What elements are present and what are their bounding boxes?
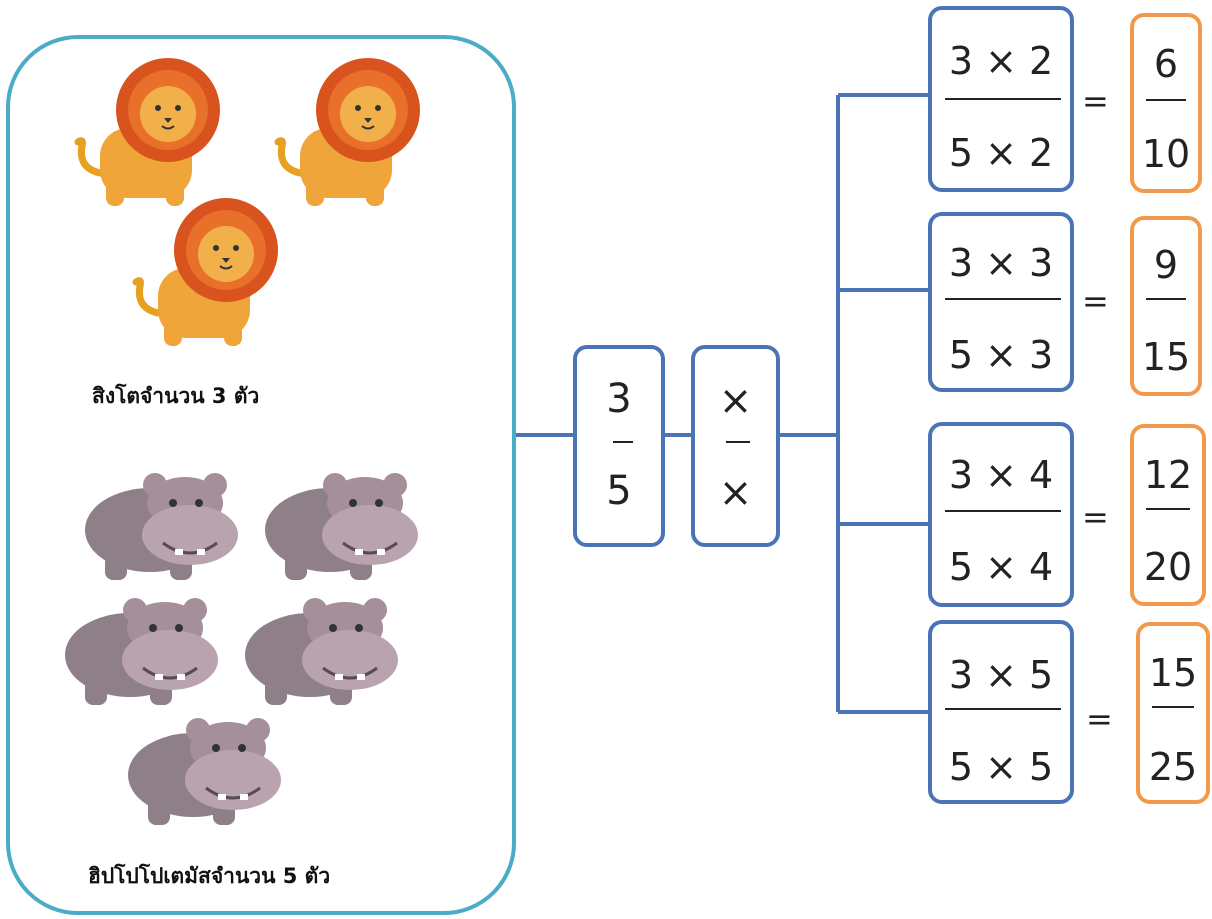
equivalent-result-box: 15 25 [1136, 622, 1210, 804]
hippo-icon [85, 473, 238, 580]
equivalent-result-box: 6 10 [1130, 13, 1202, 193]
base-fraction-box: 3 5 [573, 345, 665, 547]
expression-denominator: 5 × 4 [948, 545, 1054, 589]
result-numerator: 6 [1153, 42, 1179, 86]
expression-numerator: 3 × 4 [948, 453, 1054, 497]
multiplier-numerator: × [718, 378, 753, 424]
lion-icon [274, 58, 420, 206]
expression-numerator: 3 × 2 [948, 39, 1054, 83]
lion-caption: สิงโตจำนวน 3 ตัว [92, 384, 260, 408]
animal-panel [6, 35, 516, 915]
lion-icon [74, 58, 220, 206]
fraction-bar [1152, 706, 1194, 708]
equivalent-expression-box: 3 × 2 5 × 2 [928, 6, 1074, 192]
expression-numerator: 3 × 3 [948, 241, 1054, 285]
fraction-bar [945, 98, 1061, 100]
equivalent-result-box: 12 20 [1130, 424, 1206, 606]
result-numerator: 9 [1153, 243, 1179, 287]
expression-numerator: 3 × 5 [948, 653, 1054, 697]
hippo-icon [245, 598, 398, 705]
hippo-icon [128, 718, 281, 825]
fraction-bar [945, 708, 1061, 710]
result-denominator: 15 [1141, 335, 1191, 379]
base-numerator: 3 [606, 376, 632, 422]
equivalent-expression-box: 3 × 3 5 × 3 [928, 212, 1074, 392]
equals-sign: = [1086, 700, 1113, 738]
equals-sign: = [1082, 82, 1109, 120]
fraction-bar [945, 298, 1061, 300]
equivalent-result-box: 9 15 [1130, 216, 1202, 396]
hippo-icon [265, 473, 418, 580]
expression-denominator: 5 × 2 [948, 131, 1054, 175]
equivalent-expression-box: 3 × 5 5 × 5 [928, 620, 1074, 804]
expression-denominator: 5 × 3 [948, 333, 1054, 377]
equals-sign: = [1082, 282, 1109, 320]
hippo-caption: ฮิปโปโปเตมัสจำนวน 5 ตัว [88, 864, 331, 888]
result-numerator: 12 [1143, 453, 1193, 497]
expression-denominator: 5 × 5 [948, 745, 1054, 789]
multiplier-box: × × [691, 345, 780, 547]
result-denominator: 20 [1143, 545, 1193, 589]
multiplier-denominator: × [718, 470, 753, 516]
fraction-bar [726, 441, 750, 443]
equals-sign: = [1082, 498, 1109, 536]
base-denominator: 5 [606, 468, 632, 514]
result-numerator: 15 [1148, 651, 1198, 695]
lion-icon [132, 198, 278, 346]
fraction-bar [613, 441, 633, 443]
fraction-bar [1146, 508, 1190, 510]
fraction-bar [1146, 99, 1186, 101]
hippo-icon [65, 598, 218, 705]
result-denominator: 10 [1141, 132, 1191, 176]
fraction-bar [945, 510, 1061, 512]
equivalent-expression-box: 3 × 4 5 × 4 [928, 422, 1074, 607]
result-denominator: 25 [1148, 745, 1198, 789]
fraction-bar [1146, 298, 1186, 300]
